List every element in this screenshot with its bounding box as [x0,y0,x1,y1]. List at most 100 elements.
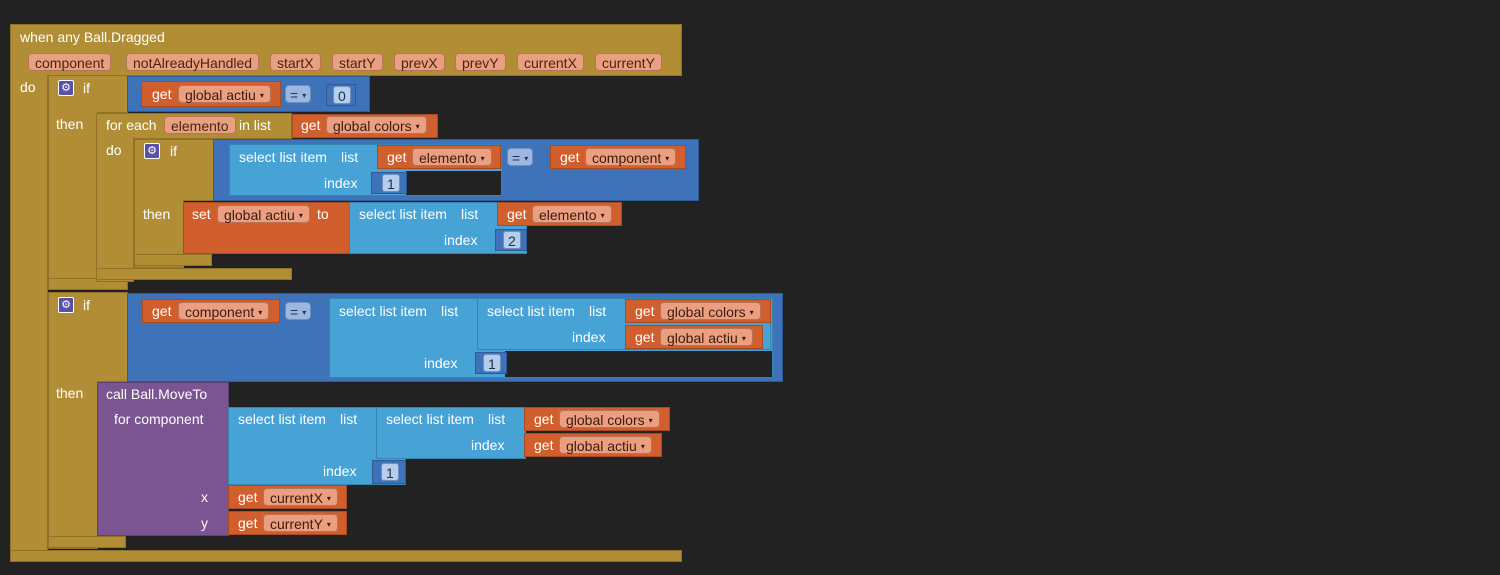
var-dropdown-current-x[interactable]: currentX▾ [263,488,338,506]
operator-symbol: = [290,304,299,320]
number-field-0[interactable]: 0 [333,86,351,104]
then-label: then [56,385,84,401]
operator-dropdown-eq[interactable]: =▾ [507,148,534,166]
var-name: elemento [539,207,597,223]
chevron-down-icon: ▾ [259,91,264,101]
index-label: index [323,463,357,479]
select-list-item-label: select list item [359,206,447,222]
var-name: component [592,150,662,166]
gear-icon[interactable]: ⚙ [58,297,74,313]
operator-symbol: = [512,150,521,166]
var-dropdown-global-colors[interactable]: global colors▾ [660,302,761,320]
event-title: when any Ball.Dragged [20,29,165,45]
if-block-2-spine [48,381,98,549]
var-dropdown-elemento[interactable]: elemento▾ [532,205,612,223]
select-list-item-label: select list item [239,149,327,165]
var-dropdown-global-actiu[interactable]: global actiu▾ [178,85,271,103]
chevron-down-icon: ▾ [415,122,420,132]
list-label: list [488,411,506,427]
gear-icon[interactable]: ⚙ [58,80,74,96]
y-label: y [201,515,208,531]
x-label: x [201,489,208,505]
var-name: global actiu [566,438,637,454]
get-label: get [152,303,172,319]
var-dropdown-component[interactable]: component▾ [178,302,270,320]
event-do-label: do [20,79,36,95]
number-field-1[interactable]: 1 [381,463,399,481]
var-dropdown-global-colors[interactable]: global colors▾ [559,410,660,428]
var-dropdown-component[interactable]: component▾ [585,148,677,166]
list-label: list [589,303,607,319]
for-do-label: do [106,142,122,158]
for-each-label: for each [106,117,157,133]
gear-icon[interactable]: ⚙ [144,143,160,159]
param-component[interactable]: component [28,53,112,71]
index-label: index [471,437,505,453]
operator-dropdown-eq[interactable]: =▾ [285,302,312,320]
var-dropdown-global-colors[interactable]: global colors▾ [326,116,427,134]
get-label: get [387,149,407,165]
get-label: get [301,117,321,133]
index-label: index [444,232,478,248]
loop-var-elemento[interactable]: elemento [164,116,236,134]
get-label: get [635,303,655,319]
set-label: set [192,206,211,222]
to-label: to [317,206,329,222]
call-ball-moveto-block[interactable] [97,382,229,536]
chevron-down-icon: ▾ [665,154,670,164]
chevron-down-icon: ▾ [600,211,605,221]
var-name: elemento [419,150,477,166]
for-each-bottom [96,268,292,280]
chevron-down-icon: ▾ [298,211,303,221]
list-label: list [461,206,479,222]
chevron-down-icon: ▾ [640,442,645,452]
param-start-y[interactable]: startY [332,53,383,71]
param-not-already-handled[interactable]: notAlreadyHandled [126,53,260,71]
for-component-label: for component [114,411,204,427]
if-label: if [83,297,90,313]
param-prev-y[interactable]: prevY [455,53,506,71]
then-label: then [143,206,171,222]
get-label: get [507,206,527,222]
get-label: get [238,515,258,531]
if-label: if [83,80,90,96]
var-name: global colors [333,118,412,134]
var-name: global colors [566,412,645,428]
get-label: get [560,149,580,165]
number-field-1[interactable]: 1 [483,354,501,372]
var-dropdown-elemento[interactable]: elemento▾ [412,148,492,166]
if-block-2-bottom [48,536,126,548]
index-label: index [424,355,458,371]
param-prev-x[interactable]: prevX [394,53,445,71]
var-dropdown-global-actiu[interactable]: global actiu▾ [217,205,310,223]
chevron-down-icon: ▾ [480,154,485,164]
select-list-item-label: select list item [238,411,326,427]
then-label: then [56,116,84,132]
index-slot [505,351,772,377]
list-label: list [340,411,358,427]
chevron-down-icon: ▾ [326,520,331,530]
operator-dropdown-eq[interactable]: =▾ [285,85,312,103]
in-list-label: in list [239,117,271,133]
operator-symbol: = [290,87,299,103]
list-label: list [441,303,459,319]
select-list-item-label: select list item [386,411,474,427]
for-each-spine [96,138,134,282]
var-dropdown-current-y[interactable]: currentY▾ [263,514,338,532]
var-dropdown-global-actiu[interactable]: global actiu▾ [660,328,753,346]
if-label: if [170,143,177,159]
var-name: global actiu [667,330,738,346]
number-field-1[interactable]: 1 [382,174,400,192]
chevron-down-icon: ▾ [326,494,331,504]
event-block-body-spine [10,75,48,562]
select-list-item-block-inner[interactable] [376,407,526,459]
param-current-y[interactable]: currentY [595,53,662,71]
var-dropdown-global-actiu[interactable]: global actiu▾ [559,436,652,454]
select-list-item-label: select list item [339,303,427,319]
var-name: component [185,304,255,320]
number-field-2[interactable]: 2 [503,231,521,249]
param-start-x[interactable]: startX [270,53,321,71]
call-moveto-label: call Ball.MoveTo [106,386,208,402]
param-current-x[interactable]: currentX [517,53,584,71]
var-name: currentX [270,490,323,506]
